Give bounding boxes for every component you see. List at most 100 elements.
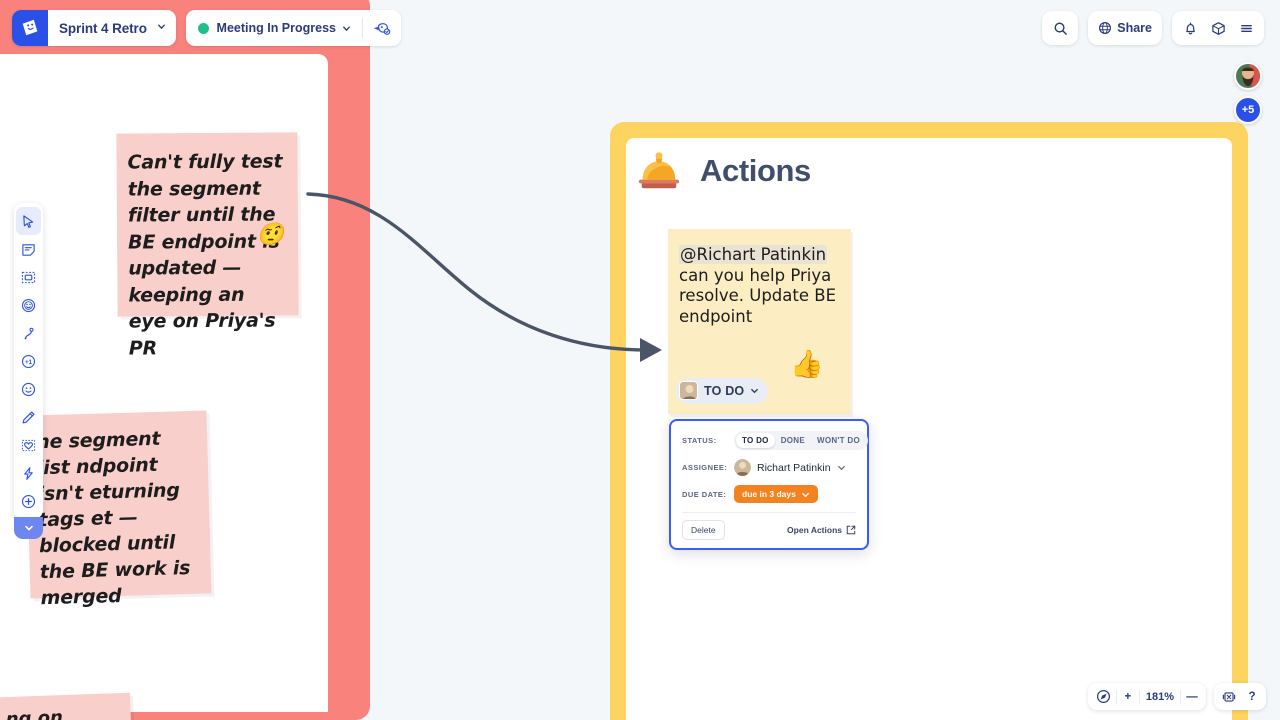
status-option-todo[interactable]: TO DO xyxy=(736,433,775,448)
globe-icon xyxy=(1099,22,1112,34)
heart-shape-icon xyxy=(21,439,36,451)
top-left-bar: Sprint 4 Retro Meeting In Progress xyxy=(12,10,402,46)
sticky-note-pink-c[interactable]: ng on finalised xyxy=(0,692,133,720)
chevron-down-icon xyxy=(751,389,759,394)
view-help-controls: ? xyxy=(1214,683,1266,710)
emoji-tool[interactable] xyxy=(16,375,41,403)
connector-tool[interactable] xyxy=(16,319,41,347)
zoom-out-button[interactable]: — xyxy=(1186,690,1198,703)
due-date-selector[interactable]: due in 3 days xyxy=(734,485,818,503)
locate-button[interactable] xyxy=(1091,686,1116,708)
assignee-label: ASSIGNEE: xyxy=(682,463,728,472)
pencil-icon xyxy=(22,411,35,423)
action-sticky-note[interactable]: @Richart Patinkin can you help Priya res… xyxy=(668,229,851,414)
vote-tool[interactable]: +1 xyxy=(16,347,41,375)
assignee-name: Richart Patinkin xyxy=(757,461,831,474)
status-label: STATUS: xyxy=(682,436,717,445)
fit-screen-button[interactable] xyxy=(1217,686,1241,708)
status-segmented-control[interactable]: TO DO DONE WON'T DO xyxy=(734,431,868,450)
smiley-icon xyxy=(21,382,36,396)
share-label: Share xyxy=(1117,21,1152,35)
meeting-status-chip[interactable]: Meeting In Progress xyxy=(185,10,402,46)
thinking-face-emoji: 🤨 xyxy=(256,222,285,248)
thumbs-up-emoji: 👍 xyxy=(790,349,824,380)
divider xyxy=(1138,689,1140,704)
assignee-selector[interactable]: Richart Patinkin xyxy=(734,459,846,476)
meeting-status-dot xyxy=(197,22,209,34)
hamburger-menu-icon xyxy=(1240,24,1252,32)
status-row: STATUS: TO DO DONE WON'T DO xyxy=(682,431,868,450)
divider xyxy=(1115,689,1117,704)
sticky-note-pink-a-text: Can't fully test the segment filter unti… xyxy=(127,150,283,360)
action-detail-popup: STATUS: TO DO DONE WON'T DO ASSIGNEE: Ri… xyxy=(669,419,869,550)
status-option-done[interactable]: DONE xyxy=(780,436,806,445)
service-bell-icon xyxy=(638,152,680,189)
chevron-down-icon xyxy=(343,26,350,31)
toolbar-expand-button[interactable] xyxy=(14,517,43,539)
reaction-face-icon xyxy=(21,298,36,312)
zoom-in-button[interactable]: + xyxy=(1124,690,1132,703)
notifications-button[interactable] xyxy=(1176,14,1204,42)
plus-circle-icon xyxy=(21,494,36,508)
open-actions-link[interactable]: Open Actions xyxy=(787,525,856,535)
board-name-text: Sprint 4 Retro xyxy=(59,20,147,36)
cursor-icon xyxy=(23,214,34,228)
sticky-note-pink-b[interactable]: he segment list ndpoint isn't eturning t… xyxy=(25,410,212,609)
fit-screen-icon xyxy=(1222,691,1236,702)
assignee-row: ASSIGNEE: Richart Patinkin xyxy=(682,459,856,476)
search-icon xyxy=(1054,22,1067,35)
lightning-tool[interactable] xyxy=(16,459,41,487)
actions-panel-title: Actions xyxy=(700,153,811,188)
board-chip[interactable]: Sprint 4 Retro xyxy=(12,10,176,46)
frame-red[interactable] xyxy=(0,0,370,720)
search-group xyxy=(1042,11,1079,45)
cursor-select-tool[interactable] xyxy=(16,207,41,235)
action-status-pill[interactable]: TO DO xyxy=(676,377,769,404)
zoom-controls: + 181% — xyxy=(1087,683,1206,710)
chevron-down-icon xyxy=(157,24,165,29)
avatar[interactable] xyxy=(1234,62,1262,90)
frame-tool[interactable] xyxy=(16,263,41,291)
sticky-note-tool[interactable] xyxy=(16,235,41,263)
help-button[interactable]: ? xyxy=(1248,690,1256,703)
mention-chip[interactable]: @Richart Patinkin xyxy=(679,245,828,264)
connector-icon xyxy=(24,327,34,339)
divider xyxy=(362,18,364,38)
status-option-wont-do[interactable]: WON'T DO xyxy=(817,436,860,445)
sticky-note-pink-a[interactable]: Can't fully test the segment filter unti… xyxy=(116,132,299,359)
bottom-right-bar: + 181% — ? xyxy=(1087,683,1266,710)
assignee-avatar-small xyxy=(679,381,698,401)
share-button[interactable]: Share xyxy=(1092,14,1158,42)
announce-button[interactable] xyxy=(365,12,397,44)
chevron-down-icon xyxy=(24,525,33,531)
external-link-icon xyxy=(846,525,856,535)
left-toolbar: +1 xyxy=(14,203,43,519)
zoom-level-label[interactable]: 181% xyxy=(1145,690,1174,703)
divider xyxy=(1180,689,1181,704)
sticky-note-pink-b-text: he segment list ndpoint isn't eturning t… xyxy=(35,427,191,610)
frame-icon xyxy=(21,271,36,283)
avatar-overflow-badge[interactable]: +5 xyxy=(1234,96,1262,124)
app-logo[interactable] xyxy=(12,10,48,46)
add-more-tool[interactable] xyxy=(16,487,41,515)
popup-divider xyxy=(682,512,856,513)
apps-button[interactable] xyxy=(1204,14,1232,42)
top-right-bar: Share xyxy=(1042,11,1264,45)
delete-button[interactable]: Delete xyxy=(682,520,725,540)
sticky-note-pink-c-text: ng on finalised xyxy=(5,707,64,720)
shape-tool[interactable] xyxy=(16,431,41,459)
meeting-status-label: Meeting In Progress xyxy=(216,21,337,35)
menu-button[interactable] xyxy=(1232,14,1260,42)
utility-group xyxy=(1172,11,1264,45)
board-name-label: Sprint 4 Retro xyxy=(48,21,176,36)
megaphone-icon xyxy=(373,22,390,35)
chevron-down-icon xyxy=(801,492,809,497)
share-group: Share xyxy=(1088,11,1162,45)
reaction-tool[interactable] xyxy=(16,291,41,319)
pen-tool[interactable] xyxy=(16,403,41,431)
action-note-body: can you help Priya resolve. Update BE en… xyxy=(679,265,836,326)
search-button[interactable] xyxy=(1046,14,1074,42)
due-date-row: DUE DATE: due in 3 days xyxy=(682,485,856,503)
chevron-down-icon xyxy=(837,466,845,471)
